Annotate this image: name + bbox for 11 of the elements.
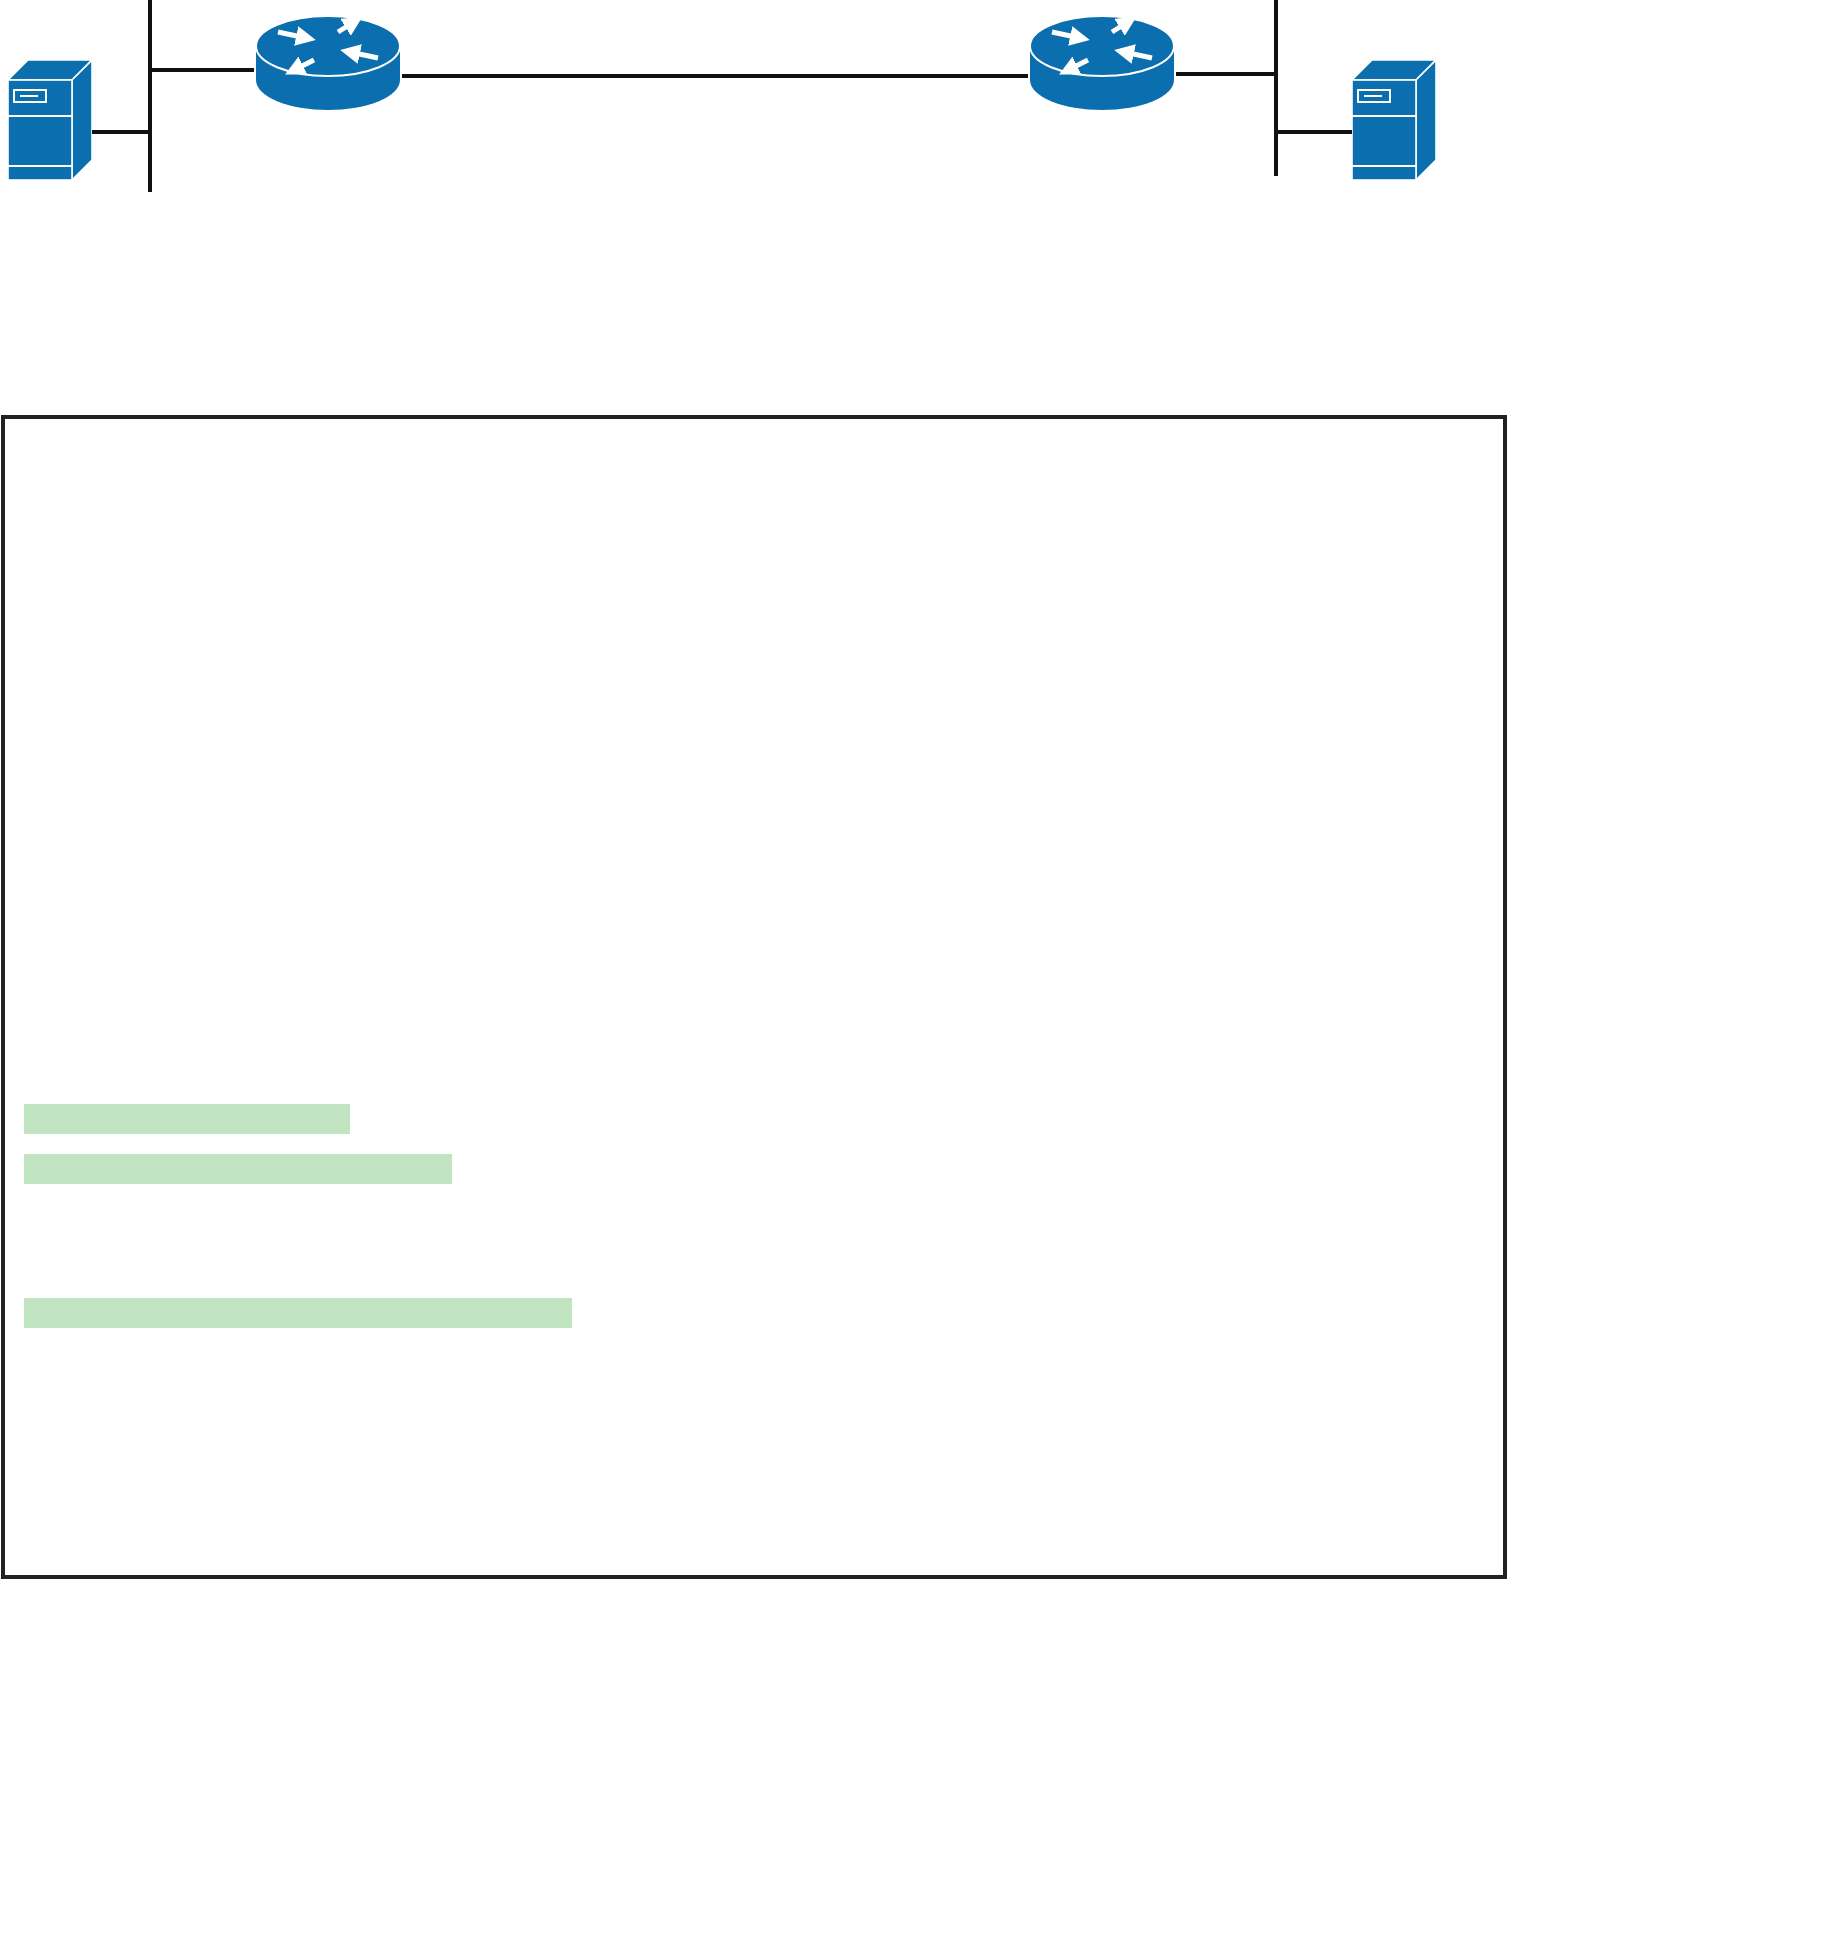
connection-line	[1176, 72, 1274, 76]
server-icon	[8, 60, 92, 182]
network-bus-line	[1274, 0, 1278, 176]
router-icon	[1028, 14, 1176, 112]
connection-line	[92, 130, 148, 134]
connection-line	[1278, 130, 1352, 134]
connection-line	[402, 74, 1028, 78]
network-bus-line	[148, 0, 152, 192]
connection-line	[152, 68, 254, 72]
router-icon	[254, 14, 402, 112]
server-icon	[1352, 60, 1436, 182]
